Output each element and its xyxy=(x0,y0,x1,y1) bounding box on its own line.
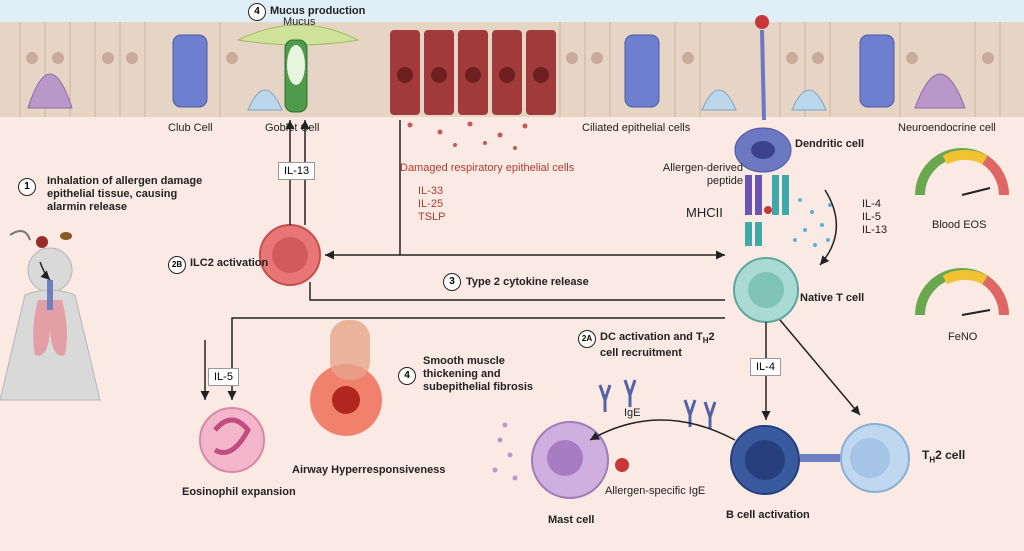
mucus-cloud xyxy=(236,24,360,46)
dc-cytokine-il5: IL-5 xyxy=(862,211,881,223)
step-badge-4-muscle: 4 xyxy=(398,367,416,385)
human-figure xyxy=(0,247,101,401)
feno-label: FeNO xyxy=(948,331,978,343)
alarmin-tslp: TSLP xyxy=(418,211,446,223)
damaged-cells-label: Damaged respiratory epithelial cells xyxy=(400,162,575,174)
blood-eos-label: Blood EOS xyxy=(932,219,987,231)
step-label-cytokine-release: Type 2 cytokine release xyxy=(466,276,589,288)
eosinophil xyxy=(199,407,265,473)
il5-box: IL-5 xyxy=(208,368,239,386)
step-label-mucus-production: Mucus production xyxy=(270,5,366,17)
basal-cell xyxy=(247,89,283,111)
feno-gauge xyxy=(915,268,1009,316)
mhc-tcr-complex xyxy=(745,175,789,246)
eosinophil-label: Eosinophil expansion xyxy=(182,486,296,498)
step-label-smooth-muscle: Smooth muscle thickening and subepitheli… xyxy=(423,355,534,393)
epithelial-cell-borders xyxy=(19,22,1001,117)
club-cell xyxy=(172,34,208,108)
allergen-particle xyxy=(755,15,769,29)
club-cell-label: Club Cell xyxy=(168,122,213,134)
mhcii-label: MHCII xyxy=(686,205,723,220)
cytokine-dots xyxy=(793,198,832,247)
goblet-cell-label: Goblet Cell xyxy=(265,122,320,134)
airway-label: Airway Hyperresponsiveness xyxy=(292,464,446,476)
native-t-cell-label: Native T cell xyxy=(800,292,865,304)
alarmin-dots xyxy=(407,121,528,150)
ciliated-cells-label: Ciliated epithelial cells xyxy=(582,122,691,134)
blood-eos-gauge xyxy=(915,148,1009,196)
neuroendocrine-cell-right xyxy=(914,73,966,109)
b-cell-label: B cell activation xyxy=(726,509,810,521)
club-cell-3 xyxy=(859,34,895,108)
allergen-specific-ige-label: Allergen-specific IgE xyxy=(605,485,706,497)
peptide-label: Allergen-derived peptide xyxy=(662,162,743,187)
alarmin-il25: IL-25 xyxy=(418,198,444,210)
th2-cell-label: TH2 cell xyxy=(922,448,966,465)
club-cell-2 xyxy=(624,34,660,108)
step-badge-2a: 2A xyxy=(578,330,596,348)
dc-cytokine-il4: IL-4 xyxy=(862,198,881,210)
dc-cytokine-il13: IL-13 xyxy=(862,224,888,236)
neuroendocrine-cell-left xyxy=(27,73,73,109)
alarmin-il33: IL-33 xyxy=(418,185,444,197)
step-badge-3: 3 xyxy=(443,273,461,291)
epithelial-nuclei xyxy=(26,52,994,64)
step-badge-1: 1 xyxy=(18,178,36,196)
dendritic-cell-label: Dendritic cell xyxy=(795,138,865,150)
mucus-label: Mucus xyxy=(283,16,316,28)
step-label-ilc2: ILC2 activation xyxy=(190,257,269,269)
ige-label: IgE xyxy=(624,407,641,419)
neuroendocrine-label: Neuroendocrine cell xyxy=(898,122,996,134)
ige-antibodies xyxy=(598,379,717,429)
step-badge-2b: 2B xyxy=(168,256,186,274)
il13-box: IL-13 xyxy=(278,162,316,180)
step-label-inhalation: Inhalation of allergen damage epithelial… xyxy=(47,175,203,213)
step-badge-4-mucus: 4 xyxy=(248,3,266,21)
step-label-dc-activation: DC activation and TH2 cell recruitment xyxy=(600,331,715,360)
mast-cell-label: Mast cell xyxy=(548,514,595,526)
il4-box: IL-4 xyxy=(750,358,781,376)
